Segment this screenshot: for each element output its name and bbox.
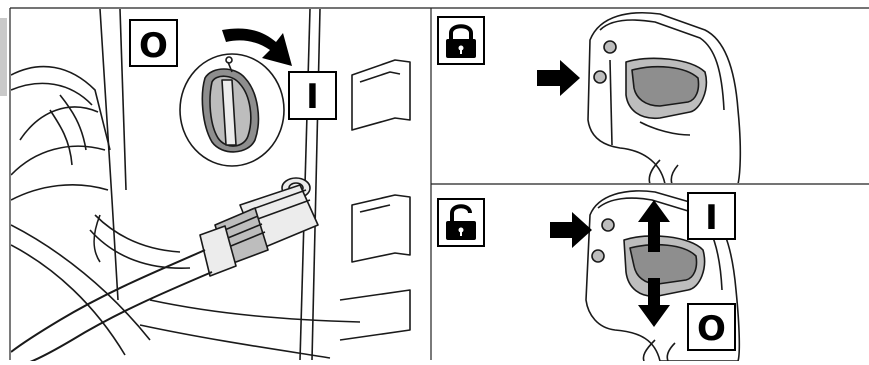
unlock-panel: I O bbox=[438, 191, 739, 361]
off-symbol: O bbox=[139, 26, 168, 66]
lock-panel bbox=[438, 13, 740, 184]
main-switch-panel: O I bbox=[11, 9, 410, 362]
hose bbox=[11, 250, 205, 352]
on-symbol-2: I bbox=[705, 198, 718, 238]
lock-button-bottom bbox=[594, 71, 606, 83]
unlock-button-bottom bbox=[592, 250, 604, 262]
on-symbol: I bbox=[306, 77, 319, 117]
unlock-button-top bbox=[602, 219, 614, 231]
hose-coupling bbox=[200, 185, 318, 276]
side-tab bbox=[0, 18, 7, 96]
side-bracket bbox=[352, 60, 410, 130]
off-symbol-2: O bbox=[697, 309, 726, 349]
push-arrow bbox=[537, 60, 580, 96]
push-arrow-unlock bbox=[550, 212, 592, 248]
lock-button-top bbox=[604, 41, 616, 53]
housing-outline bbox=[100, 9, 118, 300]
